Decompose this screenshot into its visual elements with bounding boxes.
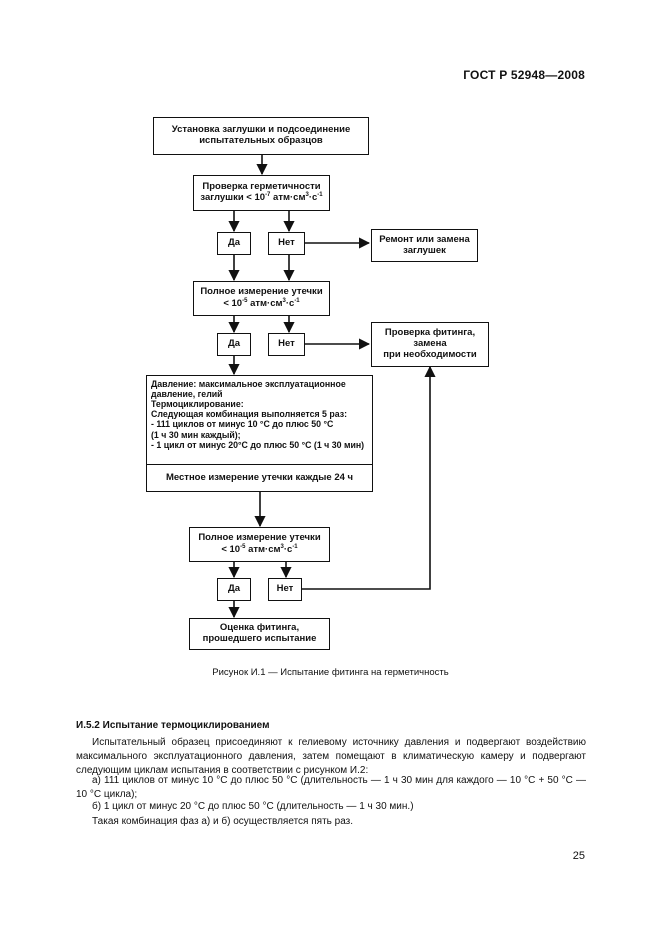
box-full-leak-measurement-1: Полное измерение утечки < 10-5 атм·см3·с… <box>193 281 330 316</box>
box-plug-tightness-check: Проверка герметичности заглушки < 10-7 а… <box>193 175 330 211</box>
box-yes-2: Да <box>217 333 251 356</box>
box-yes-1: Да <box>217 232 251 255</box>
box-repair-plug: Ремонт или замена заглушек <box>371 229 478 262</box>
box-full-leak-measurement-2: Полное измерение утечки < 10-5 атм·см3·с… <box>189 527 330 562</box>
box-install-text: Установка заглушки и подсоединение испыт… <box>171 124 351 146</box>
connector-no3-fitcheck <box>302 365 436 590</box>
figure-caption: Рисунок И.1 — Испытание фитинга на герме… <box>212 667 449 678</box>
cycle-line1: Давление: максимальное эксплуатационное <box>151 379 346 389</box>
no3-text: Нет <box>276 583 294 595</box>
box-no-3: Нет <box>268 578 302 601</box>
cycle-line7: - 1 цикл от минус 20°С до плюс 50 °С (1 … <box>151 439 365 450</box>
section-title: И.5.2 Испытание термоциклированием <box>76 720 270 731</box>
cycle-line6: (1 ч 30 мин каждый); <box>151 429 241 440</box>
eval-text: Оценка фитинга, прошедшего испытание <box>202 622 317 644</box>
yes1-text: Да <box>227 237 241 249</box>
document-code: ГОСТ Р 52948—2008 <box>463 68 585 82</box>
box-thermocycling-conditions: Давление: максимальное эксплуатационное … <box>146 375 373 465</box>
check1-line2: заглушки < 10-7 атм·см3·с-1 <box>200 192 323 204</box>
no2-text: Нет <box>278 338 295 350</box>
full2-line1: Полное измерение утечки <box>198 532 321 543</box>
paragraph-2: а) 111 циклов от минус 10 °С до плюс 50 … <box>76 775 586 800</box>
full2-line2: < 10-5 атм·см3·с-1 <box>221 543 298 556</box>
check1-line1: Проверка герметичности <box>202 180 321 192</box>
full1-line2: < 10-5 атм·см3·с-1 <box>223 297 300 310</box>
yes2-text: Да <box>227 338 241 350</box>
fitcheck-line3: при необходимости <box>383 348 477 360</box>
box-no-1: Нет <box>268 232 305 255</box>
paragraph-4: Такая комбинация фаз а) и б) осуществляе… <box>92 816 354 827</box>
cycle-line5: - 111 циклов от минус 10 °С до плюс 50 °… <box>151 419 334 430</box>
yes3-text: Да <box>227 583 241 595</box>
paragraph-1: Испытательный образец присоединяют к гел… <box>76 737 586 776</box>
cycle-line3: Термоциклирование: <box>151 399 244 410</box>
no1-text: Нет <box>278 237 295 249</box>
box-yes-3: Да <box>217 578 251 601</box>
box-install-plug: Установка заглушки и подсоединение испыт… <box>153 117 369 155</box>
fitcheck-line2: замена <box>413 338 447 350</box>
box-local-leak-measurement: Местное измерение утечки каждые 24 ч <box>146 464 373 492</box>
fitcheck-line1: Проверка фитинга, <box>384 327 476 339</box>
repair-text: Ремонт или замена заглушек <box>379 233 470 256</box>
cycle-line2: давление, гелий <box>151 389 223 400</box>
page-number: 25 <box>572 850 585 862</box>
full1-line1: Полное измерение утечки <box>200 286 323 297</box>
cycle-line4: Следующая комбинация выполняется 5 раз: <box>151 409 348 420</box>
box-fitting-check-replace: Проверка фитинга, замена при необходимос… <box>371 322 489 367</box>
box-no-2: Нет <box>268 333 305 356</box>
paragraph-3: б) 1 цикл от минус 20 °С до плюс 50 °С (… <box>92 801 414 812</box>
box-fitting-evaluation: Оценка фитинга, прошедшего испытание <box>189 618 330 650</box>
local-text: Местное измерение утечки каждые 24 ч <box>165 471 354 483</box>
